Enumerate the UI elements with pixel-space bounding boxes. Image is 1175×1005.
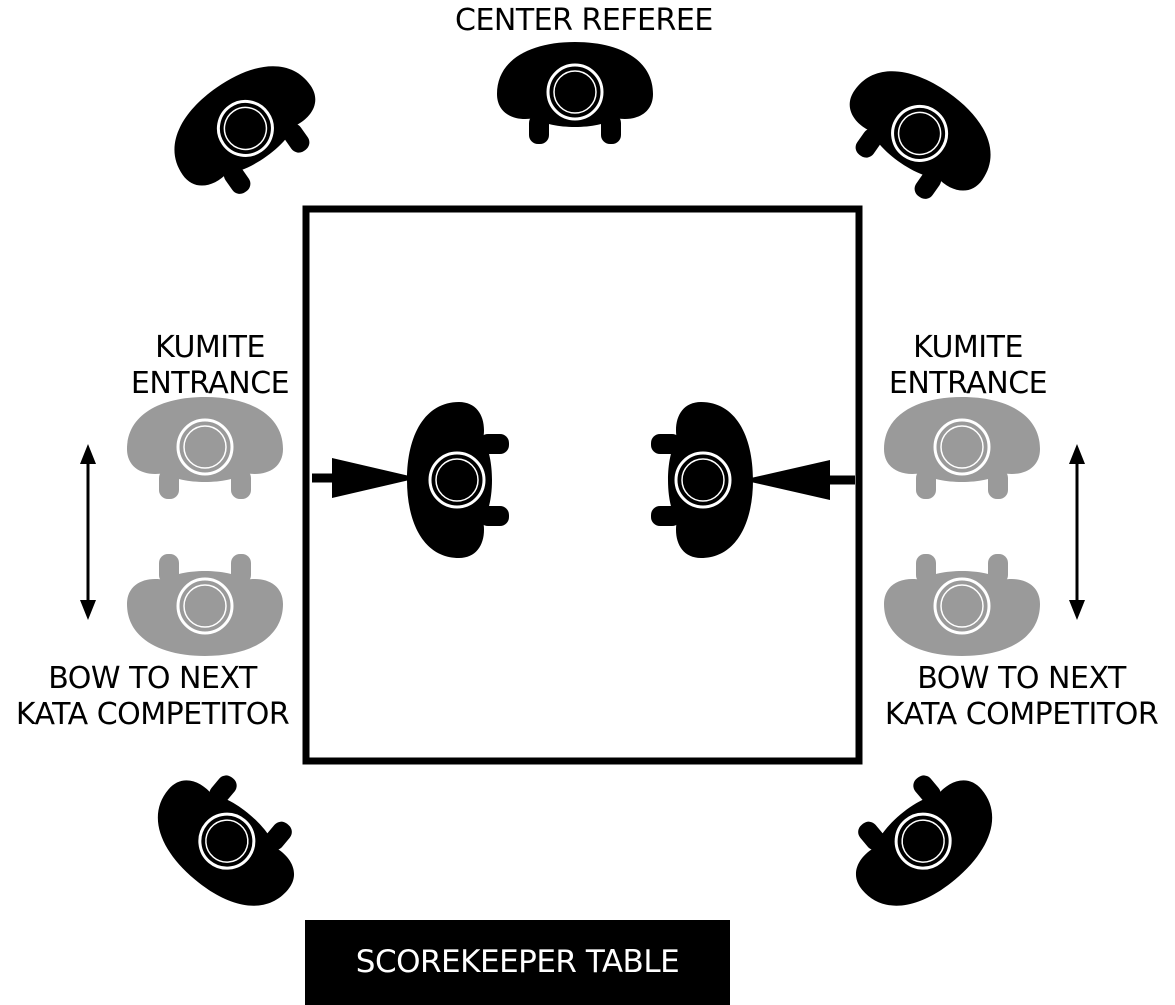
kumite-entrance-left-line2: ENTRANCE: [130, 366, 290, 401]
corner-judge-bottom-right: [828, 749, 1017, 932]
competitor-right-figure: [649, 400, 755, 560]
waiting-competitor-right-bottom: [882, 552, 1042, 658]
center-referee-figure: [495, 40, 655, 146]
scorekeeper-table: SCOREKEEPER TABLE: [305, 920, 730, 1005]
center-referee-label: CENTER REFEREE: [455, 3, 713, 38]
waiting-competitor-left-bottom: [125, 552, 285, 658]
competitor-left-figure: [405, 400, 511, 560]
kumite-entrance-left-line1: KUMITE: [155, 330, 265, 365]
bow-right-line2: KATA COMPETITOR: [884, 697, 1159, 732]
corner-judge-bottom-left: [133, 749, 322, 932]
competition-ring: [302, 205, 863, 765]
kumite-entrance-right-line1: KUMITE: [913, 330, 1023, 365]
entrance-arrow-left-icon: [312, 458, 418, 498]
bow-left-line2: KATA COMPETITOR: [15, 697, 290, 732]
corner-judge-top-right: [824, 46, 1014, 223]
waiting-competitor-left-top: [125, 395, 285, 501]
double-arrow-left-icon: [80, 444, 96, 620]
bow-left-line1: BOW TO NEXT: [48, 661, 257, 696]
bow-right-line1: BOW TO NEXT: [917, 661, 1126, 696]
bow-right-label: BOW TO NEXT KATA COMPETITOR: [868, 661, 1175, 733]
kumite-entrance-right-label: KUMITE ENTRANCE: [858, 330, 1078, 402]
bow-left-label: BOW TO NEXT KATA COMPETITOR: [0, 661, 305, 733]
double-arrow-right-icon: [1069, 444, 1085, 620]
corner-judge-top-left: [151, 41, 341, 218]
entrance-arrow-right-icon: [742, 460, 855, 500]
kumite-entrance-left-label: KUMITE ENTRANCE: [100, 330, 320, 402]
waiting-competitor-right-top: [882, 395, 1042, 501]
kumite-entrance-right-line2: ENTRANCE: [888, 366, 1048, 401]
